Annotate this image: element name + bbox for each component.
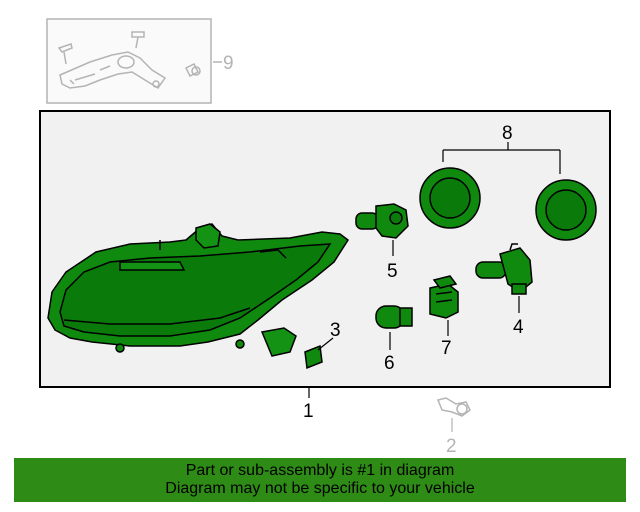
bulb-socket-part-5[interactable] [355,203,409,239]
banner-line-1: Part or sub-assembly is #1 in diagram [185,462,455,479]
callout-5[interactable]: 5 [387,261,398,282]
parts-diagram: 9 3 5 8 4 [39,18,611,457]
screw-icon [57,31,201,78]
callout-6[interactable]: 6 [384,353,395,374]
callout-8[interactable]: 8 [502,123,513,144]
dust-cap-part-8-left[interactable] [419,167,481,229]
callout-1[interactable]: 1 [303,401,314,422]
headlamp-assembly[interactable] [47,223,350,357]
disclaimer-banner: Part or sub-assembly is #1 in diagram Di… [14,458,626,502]
callout-2[interactable]: 2 [446,436,457,457]
mounting-bracket-part-9[interactable] [59,51,167,90]
dust-cap-part-8-right[interactable] [535,179,597,241]
bulb-part-4[interactable] [475,243,533,295]
leader-3 [317,337,334,351]
bracket-inset-frame [46,18,212,104]
callout-3[interactable]: 3 [330,320,341,341]
callout-9[interactable]: 9 [223,53,234,74]
callout-7[interactable]: 7 [441,338,452,359]
leader-8 [442,142,561,174]
clip-part-3[interactable] [304,344,323,370]
banner-line-2: Diagram may not be specific to your vehi… [165,480,475,497]
wedge-bulb-part-6[interactable] [375,305,413,329]
bolt-part-2[interactable] [436,397,471,417]
callout-4[interactable]: 4 [513,317,524,338]
socket-part-7[interactable] [429,275,459,319]
